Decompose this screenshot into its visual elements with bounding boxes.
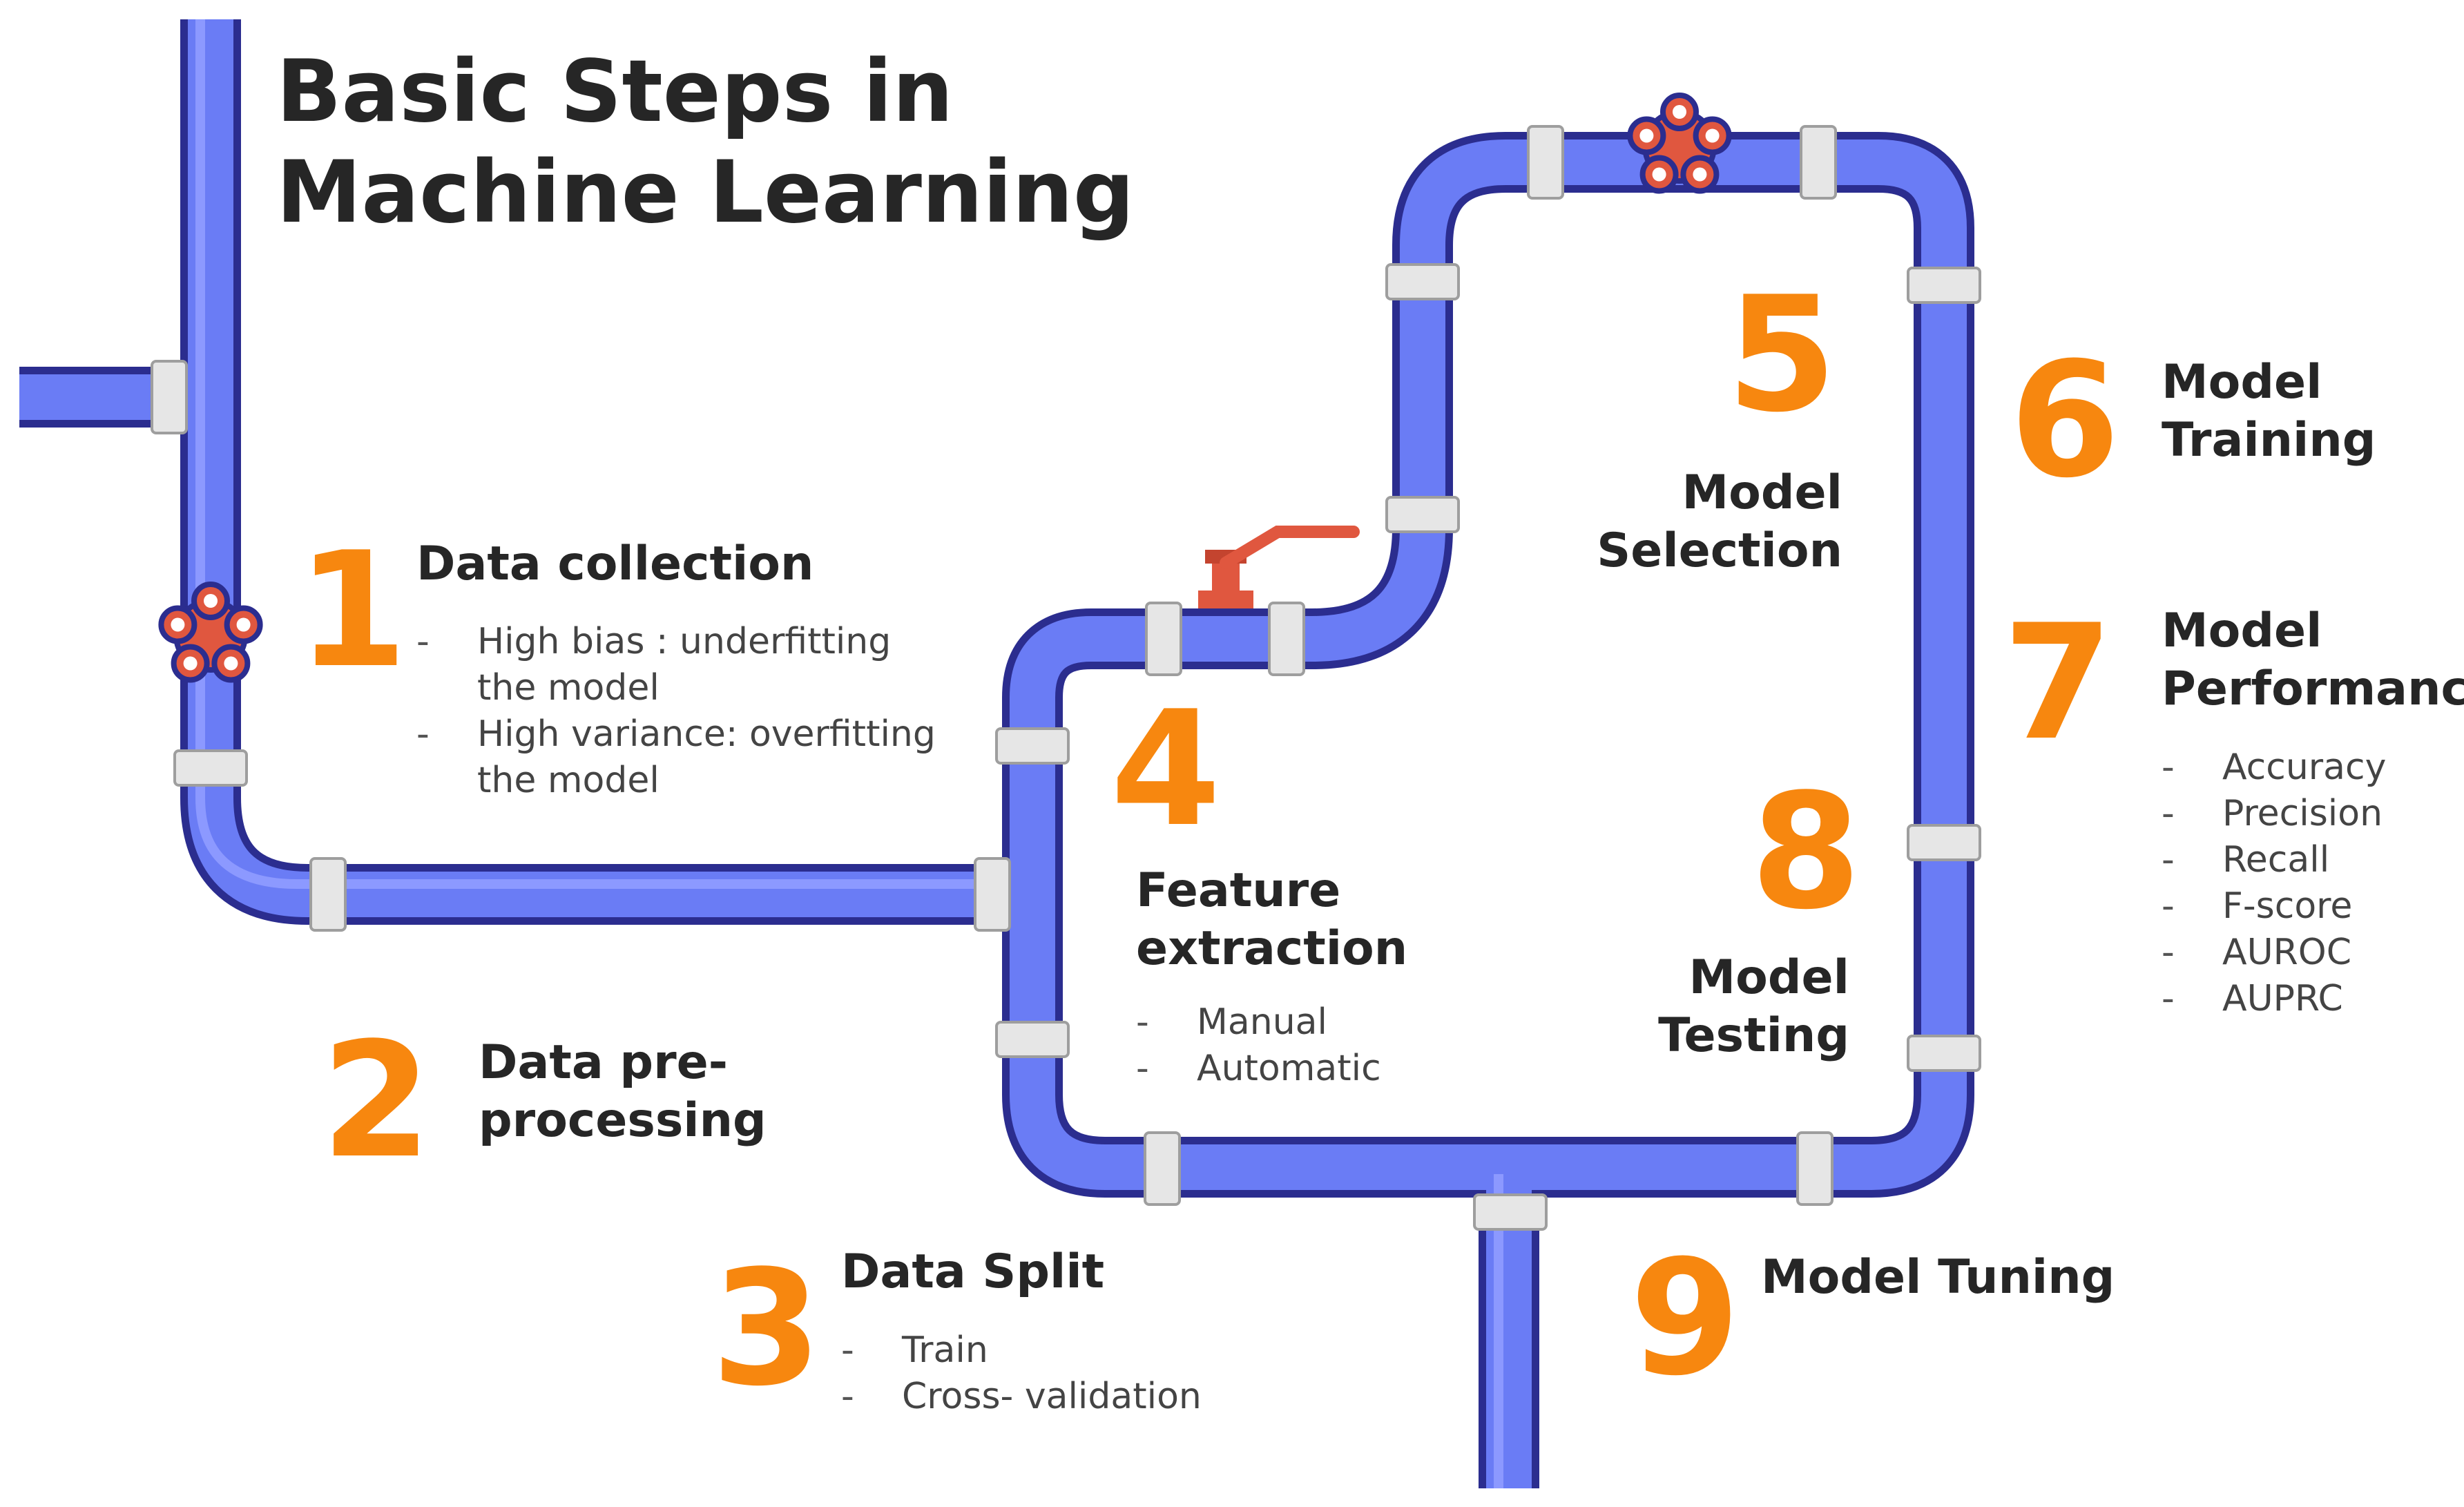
heading-line: Data pre- xyxy=(479,1035,728,1090)
coupling xyxy=(1796,1131,1833,1206)
step-number: 6 xyxy=(2010,329,2121,513)
step-bullets: -Manual -Automatic xyxy=(1136,999,1381,1092)
bullet-item: -Manual xyxy=(1136,1001,1327,1043)
coupling xyxy=(173,749,248,787)
coupling xyxy=(1268,602,1305,676)
wheel-valve-icon xyxy=(1627,93,1732,194)
heading-line: processing xyxy=(479,1093,767,1148)
coupling xyxy=(974,857,1011,932)
title-line: Basic Steps in xyxy=(276,42,954,142)
coupling xyxy=(995,727,1070,765)
heading-line: Training xyxy=(2162,413,2376,468)
heading-line: Model xyxy=(1682,465,1843,520)
bullet-item: -Precision xyxy=(2162,793,2383,834)
coupling xyxy=(1145,602,1182,676)
step-number: 7 xyxy=(2003,591,2114,776)
bullet-item: -AUPRC xyxy=(2162,978,2343,1019)
bullet-text: Manual xyxy=(1197,1001,1327,1043)
bullet-item: -Train xyxy=(841,1330,988,1371)
coupling xyxy=(1385,263,1460,300)
step-heading: Data pre- processing xyxy=(479,1034,767,1150)
bullet-item: -F-score xyxy=(2162,885,2353,927)
pipe-network xyxy=(19,19,1974,1488)
coupling xyxy=(1473,1193,1548,1231)
coupling xyxy=(1907,267,1981,304)
wheel-valve-icon xyxy=(158,582,263,683)
heading-line: Model xyxy=(1688,950,1850,1005)
bullet-item: -Automatic xyxy=(1136,1048,1381,1089)
coupling xyxy=(1385,496,1460,533)
step-heading: Model Training xyxy=(2162,354,2376,470)
title-line: Machine Learning xyxy=(276,143,1135,242)
step-number: 8 xyxy=(1751,760,1862,945)
step-heading: Model Performance xyxy=(2162,602,2464,718)
step-bullets: -Accuracy -Precision -Recall -F-score -A… xyxy=(2162,745,2386,1022)
bullet-item: -AUROC xyxy=(2162,932,2352,973)
bullet-text: Automatic xyxy=(1197,1048,1381,1089)
coupling xyxy=(995,1021,1070,1058)
heading-line: Feature xyxy=(1136,863,1341,918)
bullet-text: Train xyxy=(902,1330,988,1371)
bullet-item: -Accuracy xyxy=(2162,747,2387,788)
bullet-text: AUPRC xyxy=(2222,978,2343,1019)
coupling xyxy=(151,360,188,434)
step-heading: Feature extraction xyxy=(1136,862,1407,978)
bullet-item: -Cross- validation xyxy=(841,1376,1202,1417)
bullet-item: -Recall xyxy=(2162,839,2330,881)
lever-valve-icon xyxy=(1198,526,1360,608)
heading-line: Selection xyxy=(1597,524,1842,578)
coupling xyxy=(1800,125,1837,200)
coupling xyxy=(1907,1035,1981,1072)
step-number: 3 xyxy=(711,1237,822,1421)
step-number: 2 xyxy=(321,1009,432,1193)
bullet-text: High bias : underfitting the model xyxy=(477,621,892,709)
step-bullets: -Train -Cross- validation xyxy=(841,1327,1202,1420)
step-heading: Model Testing xyxy=(1658,949,1849,1065)
step-bullets: -High bias : underfitting the model -Hig… xyxy=(416,619,961,804)
bullet-text: AUROC xyxy=(2222,932,2352,973)
heading-line: Performance xyxy=(2162,662,2464,716)
heading-line: Model xyxy=(2162,604,2322,658)
bullet-item: -High bias : underfitting the model xyxy=(416,621,892,709)
coupling xyxy=(1144,1131,1181,1206)
bullet-text: Precision xyxy=(2222,793,2383,834)
bullet-text: Recall xyxy=(2222,839,2330,881)
coupling xyxy=(309,857,347,932)
bullet-text: F-score xyxy=(2222,885,2353,927)
bullet-text: High variance: overfitting the model xyxy=(477,713,936,801)
bullet-text: Accuracy xyxy=(2222,747,2387,788)
bullet-text: Cross- validation xyxy=(902,1376,1202,1417)
step-number: 5 xyxy=(1726,263,1838,448)
pipe-couplings xyxy=(151,125,1981,1231)
heading-line: Model xyxy=(2162,355,2322,410)
step-number: 1 xyxy=(297,519,408,703)
heading-line: extraction xyxy=(1136,921,1408,976)
heading-line: Testing xyxy=(1658,1008,1849,1063)
page-title: Basic Steps in Machine Learning xyxy=(276,41,1135,243)
step-heading: Model Selection xyxy=(1597,464,1842,580)
bullet-item: -High variance: overfitting the model xyxy=(416,713,936,801)
step-heading: Model Tuning xyxy=(1761,1250,2115,1305)
step-heading: Data Split xyxy=(841,1245,1105,1299)
step-heading: Data collection xyxy=(416,537,814,591)
coupling xyxy=(1527,125,1564,200)
coupling xyxy=(1907,824,1981,861)
step-number: 9 xyxy=(1630,1227,1741,1411)
step-number: 4 xyxy=(1110,678,1222,862)
